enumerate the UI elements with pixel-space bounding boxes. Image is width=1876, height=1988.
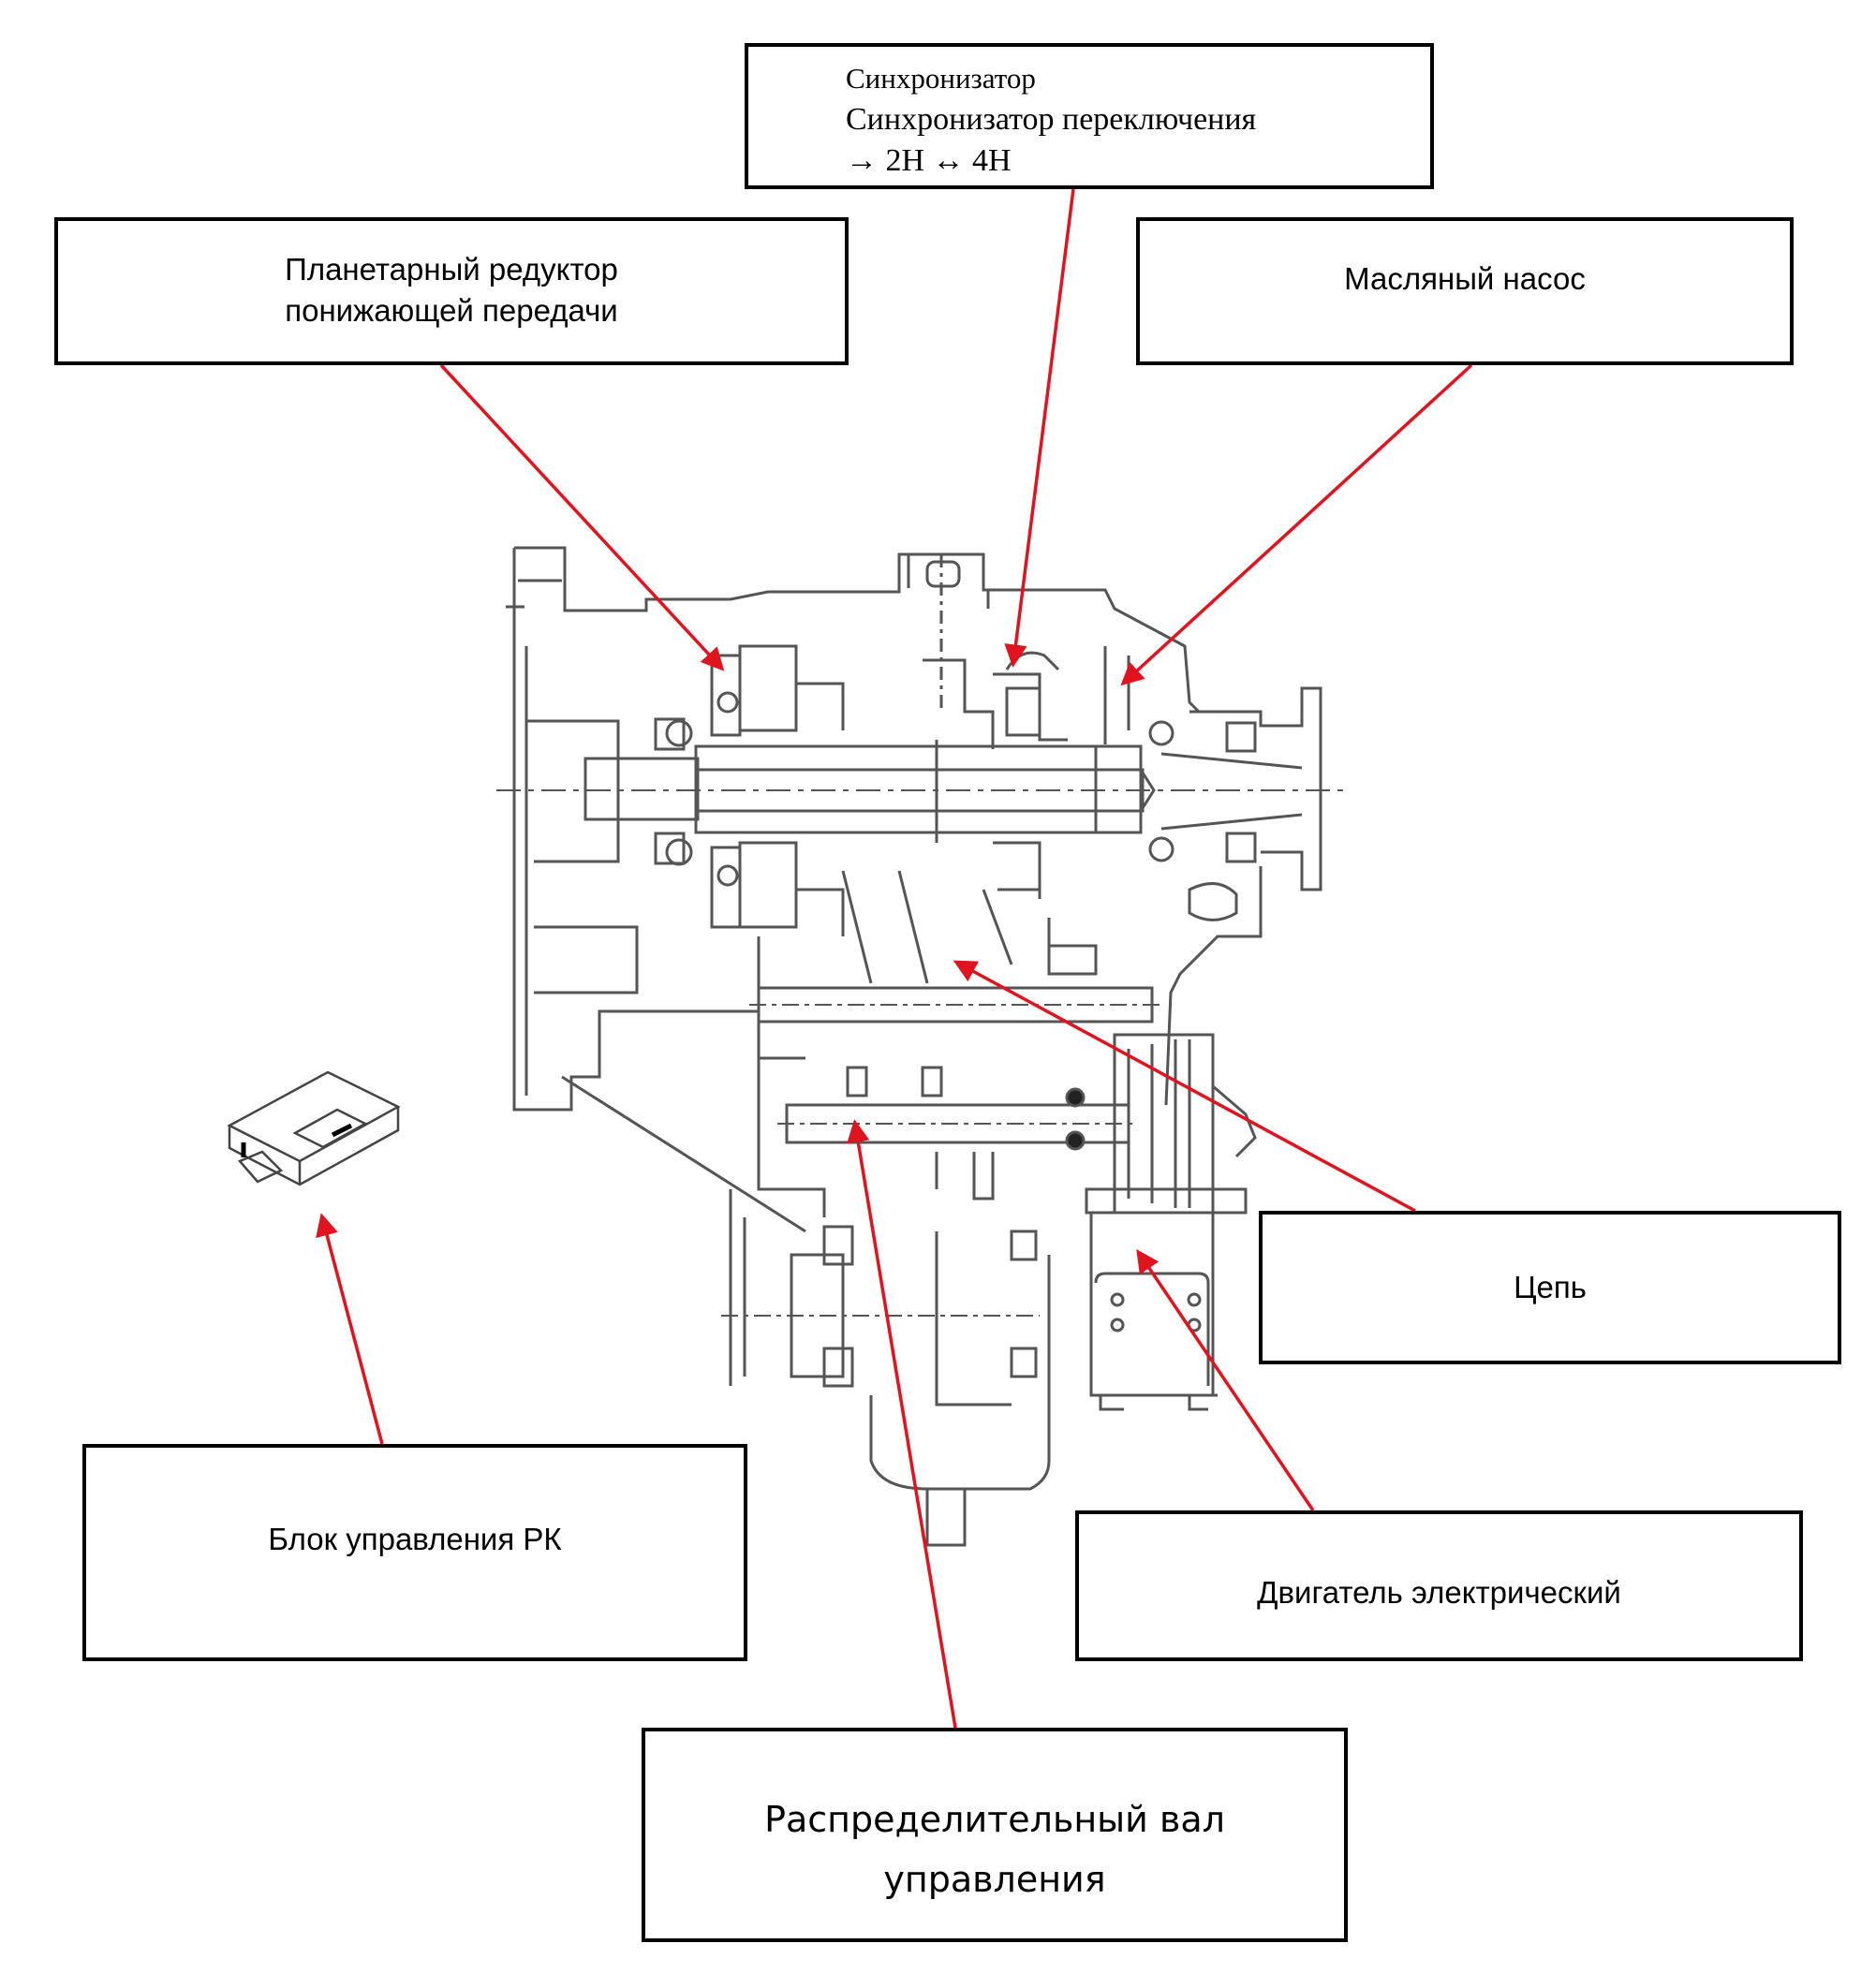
arrow-motor [1136, 1248, 1315, 1511]
arrow-planetary [439, 363, 725, 671]
arrow-camshaft [847, 1119, 957, 1729]
chain-text: Цепь [1514, 1270, 1587, 1304]
label-control-unit: Блок управления РК [82, 1444, 747, 1661]
arrow-ecu [316, 1213, 384, 1445]
electric-motor [1085, 1187, 1248, 1411]
oil-pump [1103, 646, 1322, 1106]
front-housing [506, 546, 1201, 1112]
sync-title: Синхронизатор [846, 62, 1036, 95]
label-electric-motor: Двигатель электрический [1075, 1510, 1803, 1661]
arrow-chain [953, 960, 1416, 1213]
arrow-sync [1004, 188, 1075, 668]
planetary-line-1: Планетарный редуктор [285, 252, 618, 287]
label-chain: Цепь [1259, 1211, 1841, 1364]
callout-arrows [316, 188, 1473, 1729]
control-camshaft [757, 1022, 1133, 1217]
planetary-gear [654, 644, 845, 936]
top-boss [907, 554, 990, 712]
motor-text: Двигатель электрический [1257, 1574, 1621, 1610]
synchronizer [923, 651, 1068, 899]
transfer-case-cross-section [496, 546, 1349, 1547]
camshaft-line-2: управления [883, 1858, 1106, 1900]
camshaft-line-1: Распределительный вал [764, 1798, 1225, 1840]
control-unit-image [227, 1070, 401, 1186]
arrow-oil-pump [1120, 363, 1473, 686]
rear-output [561, 1075, 1051, 1547]
drive-chain [1113, 1033, 1257, 1215]
label-oil-pump: Масляный насос [1136, 217, 1794, 365]
label-synchronizer: Синхронизатор Синхронизатор переключения… [745, 43, 1434, 189]
label-control-camshaft: Распределительный вал управления [642, 1728, 1348, 1942]
sync-modes: → 2H ↔ 4H [846, 143, 1012, 178]
label-planetary-gear: Планетарный редуктор понижающей передачи [54, 217, 849, 365]
sync-subtitle: Синхронизатор переключения [846, 102, 1257, 137]
oil-pump-text: Масляный насос [1344, 261, 1586, 296]
main-shaft [496, 740, 1349, 843]
ecu-text: Блок управления РК [268, 1522, 562, 1556]
planetary-line-2: понижающей передачи [285, 293, 618, 328]
countershaft [749, 870, 1161, 1023]
